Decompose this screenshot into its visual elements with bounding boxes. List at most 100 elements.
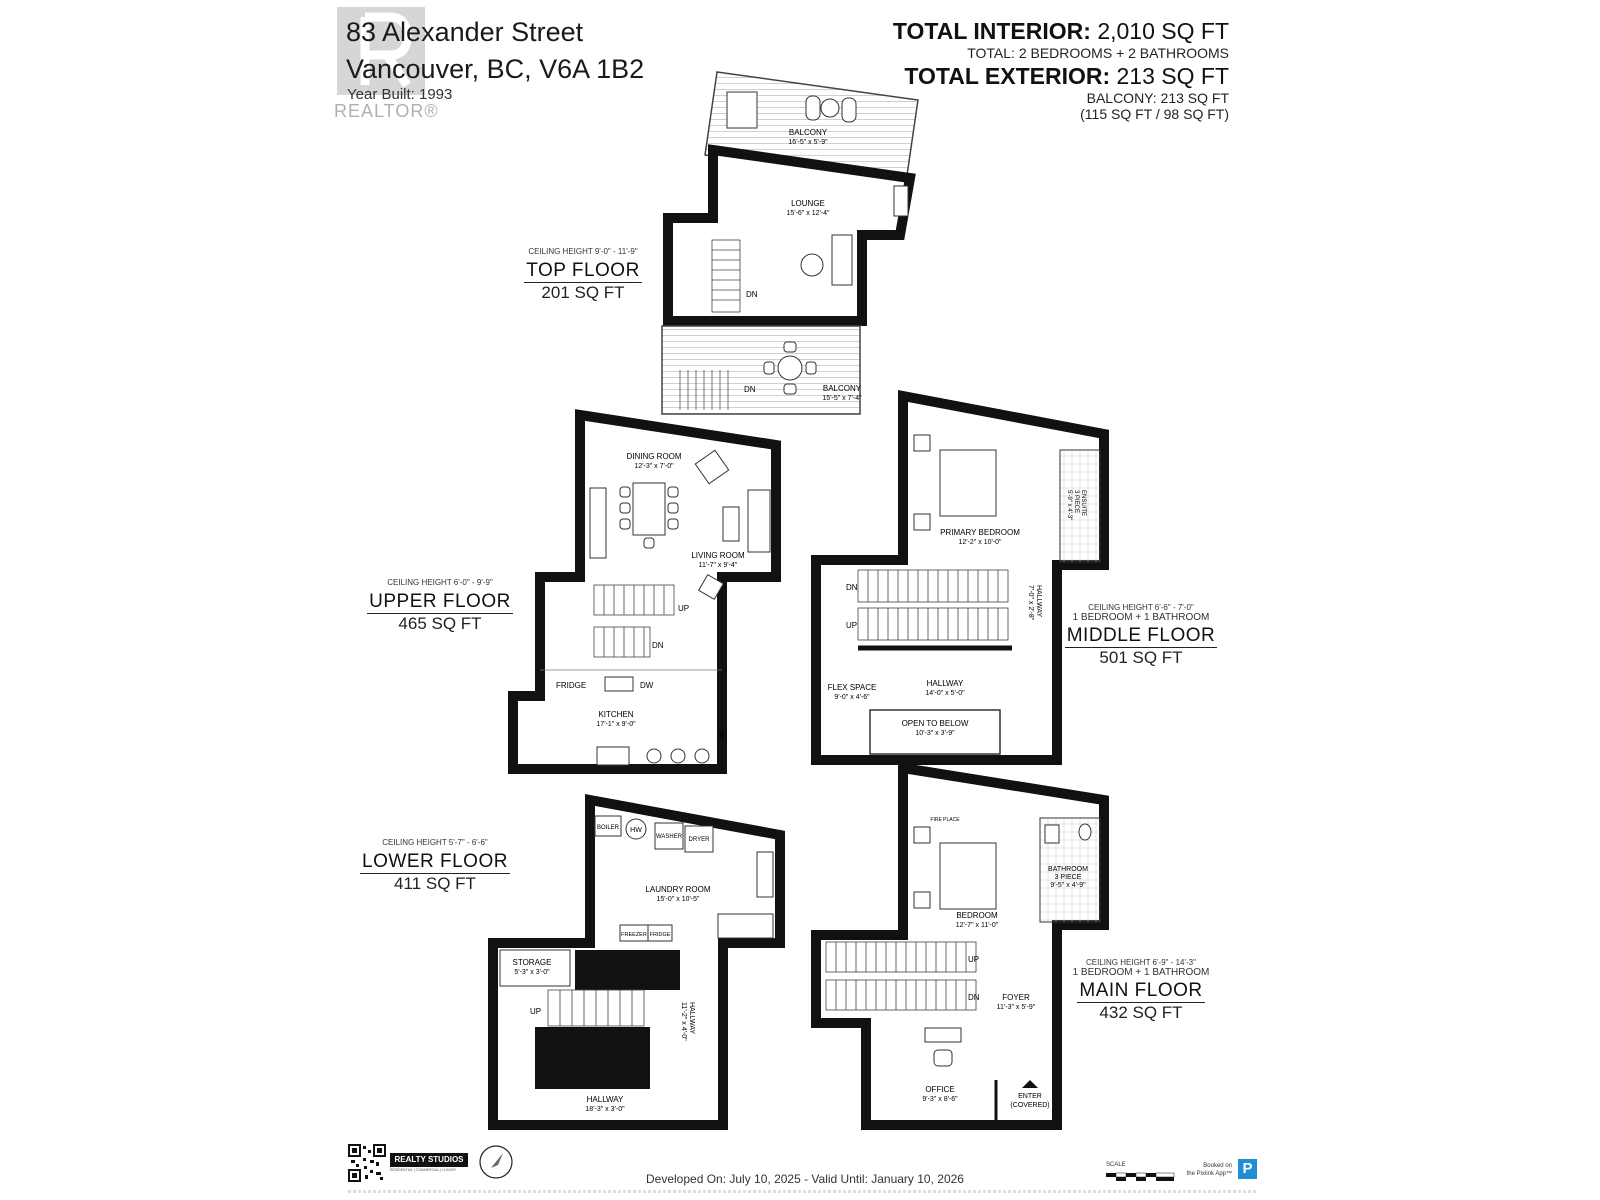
totals-block: TOTAL INTERIOR: 2,010 SQ FT TOTAL: 2 BED… <box>893 18 1229 122</box>
open-to-below <box>869 709 1001 755</box>
room-label: LAUNDRY ROOM <box>645 885 710 894</box>
qr-code <box>348 1144 386 1182</box>
realtor-watermark <box>335 7 430 102</box>
mw-label: MW <box>720 729 726 740</box>
laundry-tub-icon <box>717 913 774 939</box>
brand-name: REALTY STUDIOS <box>394 1155 464 1164</box>
room-label: FLEX SPACE <box>828 683 877 692</box>
balcony-table-icon <box>820 98 840 118</box>
top-balcony-lower <box>661 325 861 415</box>
primary-bed-icon <box>939 449 997 517</box>
room-label: LIVING ROOM <box>691 551 745 560</box>
top-floor-label: CEILING HEIGHT 9'-0" - 11'-9" TOP FLOOR … <box>508 247 658 303</box>
bed-icon <box>939 842 997 910</box>
middle-floor-ceiling: CEILING HEIGHT 6'-6" - 7'-0" <box>1088 603 1194 612</box>
middle-stairs <box>857 569 1009 641</box>
middle-floor-area: 501 SQ FT <box>1099 648 1183 667</box>
room-dim: 9'-0" x 4'-6" <box>834 694 870 701</box>
stool-icon <box>670 748 686 764</box>
balcony-stairs <box>679 370 729 410</box>
washer-icon <box>654 822 684 850</box>
room-label: OFFICE <box>925 1085 954 1094</box>
disclaimer-line <box>348 1190 1258 1193</box>
middle-floor-label: CEILING HEIGHT 6'-6" - 7'-0" 1 BEDROOM +… <box>1064 603 1218 668</box>
top-stairs <box>711 239 741 313</box>
scale-bar-icon <box>1106 1172 1175 1181</box>
pixlink-logo-letter: P <box>1242 1160 1253 1177</box>
stool-icon <box>646 748 662 764</box>
lounge-table-icon <box>800 253 824 277</box>
room-dim: 12'-2" x 10'-0" <box>958 539 1002 546</box>
room-dim: 17'-1" x 9'-0" <box>596 721 636 728</box>
bath-sink-icon <box>1044 824 1060 844</box>
room-label: ENSUITE <box>1080 490 1086 516</box>
coffee-table-icon <box>722 506 740 542</box>
address-line-1: 83 Alexander Street <box>346 17 584 47</box>
room-dim: 12'-3" x 7'-0" <box>634 463 674 470</box>
total-rooms: TOTAL: 2 BEDROOMS + 2 BATHROOMS <box>967 45 1229 61</box>
room-label: KITCHEN <box>598 710 633 719</box>
middle-floor-rooms: 1 BEDROOM + 1 BATHROOM <box>1072 612 1210 623</box>
lounge-chair-icon <box>893 185 909 217</box>
fridge-label: FRIDGE <box>556 681 586 690</box>
upper-floor-ceiling: CEILING HEIGHT 6'-0" - 9'-9" <box>387 578 493 587</box>
dining-chairs <box>619 486 679 549</box>
room-dim: 9'-3" x 8'-6" <box>922 1096 958 1103</box>
armchair-icon <box>698 574 724 600</box>
total-interior-label: TOTAL INTERIOR: <box>892 18 1091 44</box>
brand-logo: REALTY STUDIOS <box>390 1153 468 1167</box>
storage-room <box>499 949 571 987</box>
room-dim: 7'-0" x 2'-8" <box>1027 585 1034 621</box>
lower-floor-ceiling: CEILING HEIGHT 5'-7" - 6'-6" <box>382 838 488 847</box>
room-dim: 14'-0" x 5'-0" <box>925 690 965 697</box>
room-label: HALLWAY <box>1035 585 1042 617</box>
realtor-logo-icon <box>337 7 425 95</box>
upper-floor-walls <box>508 409 781 774</box>
main-floor-area: 432 SQ FT <box>1099 1003 1183 1022</box>
year-built: Year Built: 1993 <box>347 86 453 103</box>
room-dim: 5'-3" x 3'-0" <box>514 969 550 976</box>
balcony-total: BALCONY: 213 SQ FT <box>1086 90 1229 106</box>
top-floor-walls <box>663 144 916 326</box>
top-floor-area: 201 SQ FT <box>541 283 625 302</box>
sideboard-icon <box>589 487 607 559</box>
room-label: HALLWAY <box>587 1095 624 1104</box>
laundry-counter-icon <box>756 851 774 898</box>
balcony-chair-icon <box>783 383 797 395</box>
developed-date: Developed On: July 10, 2025 - Valid Unti… <box>646 1172 964 1186</box>
stove-icon <box>596 746 630 766</box>
top-floor-name: TOP FLOOR <box>524 260 642 283</box>
nightstand-icon <box>913 891 931 909</box>
room-label: DINING ROOM <box>626 452 681 461</box>
room-label: BATHROOM <box>1048 866 1088 873</box>
nightstand-icon <box>913 434 931 452</box>
office-desk-icon <box>924 1027 962 1043</box>
room-dim: 10'-3" x 3'-9" <box>915 730 955 737</box>
room-dim: 15'-0" x 10'-5" <box>656 896 700 903</box>
freezer-label: FREEZER <box>621 932 647 938</box>
lounge-sofa-icon <box>831 234 853 286</box>
upper-stairs <box>593 584 675 658</box>
balcony-chair-icon <box>841 97 857 123</box>
top-floor-plan: BALCONY 16'-5" x 5'-9" LOUNGE 15'-6" x 1… <box>661 71 919 415</box>
lower-core-block <box>535 1027 650 1089</box>
fireplace-label: FIRE PLACE <box>930 817 960 823</box>
balcony-chair-icon <box>783 341 797 353</box>
room-dim: 11'-7" x 9'-4" <box>699 562 738 569</box>
total-exterior-value: 213 SQ FT <box>1116 63 1229 89</box>
hw-label: HW <box>630 827 642 834</box>
balcony-chair-icon <box>763 361 775 375</box>
room-label: BALCONY <box>789 128 828 137</box>
balcony-split: (115 SQ FT / 98 SQ FT) <box>1080 106 1229 122</box>
lower-void-block <box>575 950 680 990</box>
north-compass <box>478 1144 514 1180</box>
upper-floor-area: 465 SQ FT <box>398 614 482 633</box>
address-line-2: Vancouver, BC, V6A 1B2 <box>346 54 645 84</box>
enter-sub-label: (COVERED) <box>1010 1102 1049 1109</box>
room-label: OPEN TO BELOW <box>902 719 969 728</box>
nightstand-icon <box>913 826 931 844</box>
lower-floor-name: LOWER FLOOR <box>360 851 510 874</box>
toilet-icon <box>1078 823 1092 841</box>
main-floor-rooms: 1 BEDROOM + 1 BATHROOM <box>1072 967 1210 978</box>
pixlink-text: Booked on the Pixlink App™ <box>1182 1162 1232 1178</box>
